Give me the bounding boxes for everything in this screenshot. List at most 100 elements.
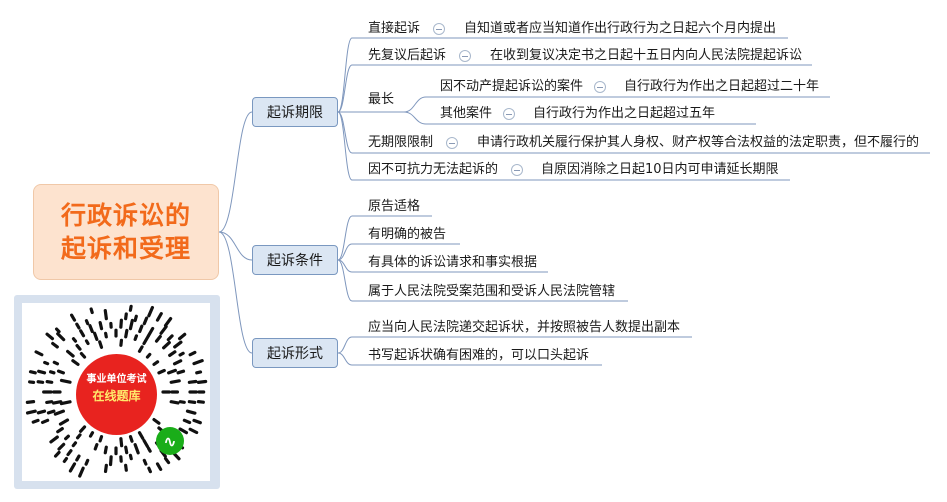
qr-code-dash: [152, 418, 161, 425]
qr-code-dash: [187, 400, 197, 404]
qr-code-dash: [178, 400, 186, 404]
qr-code-dash: [177, 332, 187, 341]
condition-item[interactable]: 有明确的被告: [368, 227, 447, 242]
root-node[interactable]: 行政诉讼的 起诉和受理: [33, 184, 219, 280]
qr-code-dash: [88, 431, 95, 438]
topic-unlimited[interactable]: 无期限限制: [368, 135, 434, 150]
topic-review-detail[interactable]: 在收到复议决定书之日起十五日内向人民法院提起诉讼: [490, 48, 803, 63]
branch-form[interactable]: 起诉形式: [252, 338, 338, 368]
qr-code-dash: [62, 456, 69, 463]
topic-realty[interactable]: 因不动产提起诉讼的案件: [440, 79, 584, 94]
qr-code-dash: [84, 339, 90, 346]
qr-code-dash: [157, 368, 166, 375]
root-title-line2: 起诉和受理: [60, 234, 191, 263]
qr-title-line1: 事业单位考试: [86, 374, 147, 385]
mini-program-logo-icon: ∿: [156, 427, 184, 455]
qr-code-dash: [56, 427, 64, 434]
form-item[interactable]: 书写起诉状确有困难的，可以口头起诉: [368, 348, 590, 363]
qr-code-dash: [79, 329, 86, 338]
topic-realty-detail[interactable]: 自行政行为作出之日起超过二十年: [624, 79, 820, 94]
qr-code-dash: [57, 442, 66, 451]
qr-code-dash: [66, 449, 73, 457]
qr-code-dash: [71, 441, 78, 448]
qr-code-dash: [128, 318, 134, 331]
qr-code-dash: [133, 314, 138, 323]
topic-direct-detail[interactable]: 自知道或者应当知道作出行政行为之日起六个月内提出: [464, 21, 777, 36]
qr-code-dash: [124, 312, 128, 321]
form-item[interactable]: 应当向人民法院递交起诉状，并按照被告人数提出副本: [368, 320, 681, 335]
qr-code-dash: [159, 325, 168, 335]
qr-code-dash: [71, 359, 80, 366]
qr-code-dash: [147, 305, 155, 318]
qr-code-dash: [124, 445, 129, 455]
qr-code-dash: [168, 350, 177, 357]
qr-code-dash: [192, 359, 204, 366]
qr-code-dash: [147, 466, 152, 474]
topic-longest[interactable]: 最长: [368, 92, 395, 107]
collapse-icon[interactable]: [594, 81, 606, 93]
qr-code-dash: [45, 332, 55, 341]
qr-code-dash: [178, 351, 185, 357]
qr-code-dash: [103, 308, 108, 321]
qr-code-dash: [89, 307, 94, 315]
qr-code-dash: [84, 458, 90, 466]
qr-code-dash: [128, 435, 134, 443]
qr-code-dash: [98, 340, 104, 349]
qr-code-dash: [163, 317, 173, 328]
qr-code-dash: [108, 455, 113, 467]
qr-code-dash: [169, 379, 181, 384]
qr-code-dash: [34, 350, 44, 357]
qr-code-dash: [173, 340, 183, 349]
qr-code-dash: [46, 409, 56, 415]
qr-code-dash: [84, 319, 90, 326]
collapse-icon[interactable]: [433, 23, 445, 35]
qr-code-dash: [128, 304, 133, 312]
qr-center-badge: [76, 354, 157, 435]
qr-code-dash: [49, 435, 59, 444]
qr-code-dash: [25, 400, 36, 404]
collapse-icon[interactable]: [503, 108, 515, 120]
topic-force[interactable]: 因不可抗力无法起诉的: [368, 162, 499, 177]
qr-code-dash: [119, 318, 123, 329]
qr-code-dash: [64, 434, 70, 441]
qr-code-dash: [176, 369, 186, 375]
qr-code-dash: [25, 409, 37, 415]
qr-code-dash: [152, 360, 160, 366]
topic-force-detail[interactable]: 自原因消除之日起10日内可申请延长期限: [541, 162, 779, 177]
qr-code-dash: [98, 435, 104, 443]
qr-code-dash: [52, 360, 60, 366]
qr-code-dash: [187, 379, 198, 384]
collapse-icon[interactable]: [511, 164, 523, 176]
qr-code-dash: [119, 437, 124, 448]
qr-code-dash: [78, 466, 85, 478]
qr-title-line2: 在线题库: [92, 389, 141, 403]
collapse-icon[interactable]: [446, 137, 458, 149]
topic-review[interactable]: 先复议后起诉: [368, 48, 447, 63]
topic-other[interactable]: 其他案件: [440, 106, 493, 121]
topic-unlimited-detail[interactable]: 申请行政机关履行保护其人身权、财产权等合法权益的法定职责，但不履行的: [477, 135, 920, 150]
qr-code-dash: [142, 458, 148, 466]
qr-code-dash: [166, 334, 174, 342]
condition-item[interactable]: 有具体的诉讼请求和事实根据: [368, 255, 538, 270]
collapse-icon[interactable]: [459, 50, 471, 62]
qr-code-dash: [98, 321, 104, 331]
qr-code-dash: [59, 378, 72, 384]
topic-direct[interactable]: 直接起诉: [368, 21, 421, 36]
qr-code-dash: [155, 462, 163, 471]
topic-other-detail[interactable]: 自行政行为作出之日起超过五年: [533, 106, 716, 121]
qr-code-dash: [163, 456, 171, 465]
branch-period[interactable]: 起诉期限: [252, 97, 338, 127]
qr-code-dash: [36, 409, 47, 415]
qr-code-dash: [172, 359, 183, 366]
qr-code-dash: [146, 326, 155, 338]
condition-item[interactable]: 原告适格: [368, 199, 421, 214]
condition-item[interactable]: 属于人民法院受案范围和受诉人民法院管辖: [368, 284, 616, 299]
qr-code-dash: [48, 370, 56, 375]
qr-code-dash: [103, 463, 108, 474]
branch-conditions[interactable]: 起诉条件: [252, 245, 338, 275]
qr-code-dash: [103, 445, 108, 455]
qr-code-dash: [93, 443, 99, 451]
qr-code-dash: [169, 400, 180, 405]
qr-code-dash: [93, 331, 99, 341]
